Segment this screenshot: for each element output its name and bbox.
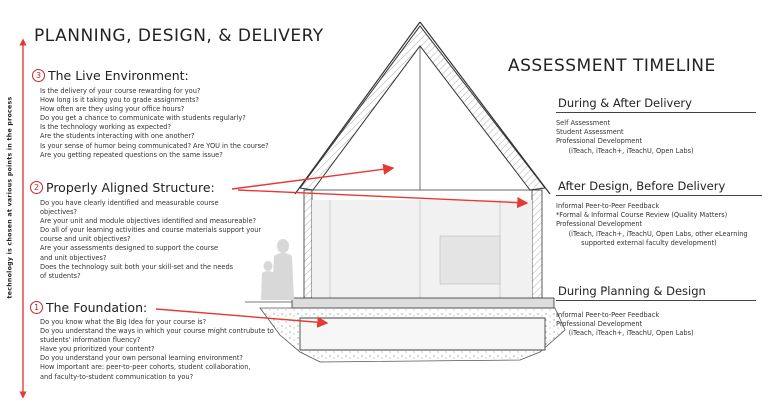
question-item: and unit objectives? — [40, 253, 107, 262]
question-item: How often are they using your office hou… — [40, 105, 185, 114]
section-title: The Foundation: — [46, 300, 148, 315]
question-item: Do all of your learning activities and c… — [40, 226, 262, 235]
timeline-item: (iTeach, iTeach+, iTeachU, Open Labs) — [556, 146, 694, 155]
question-item: of students? — [40, 271, 81, 280]
timeline-heading: After Design, Before Delivery — [558, 179, 726, 193]
question-item: objectives? — [40, 208, 78, 217]
timeline-item-list: Informal Peer-to-Peer Feedback *Formal &… — [556, 202, 762, 248]
section-aligned-structure: 2 Properly Aligned Structure: Do you hav… — [30, 180, 261, 281]
timeline-item-list: Informal Peer-to-Peer Feedback Professio… — [556, 311, 756, 339]
question-item: Is the technology working as expected? — [40, 123, 171, 132]
question-item: Does the technology suit both your skill… — [40, 262, 234, 271]
question-list: Is the delivery of your course rewarding… — [32, 87, 269, 160]
timeline-item: Informal Peer-to-Peer Feedback — [556, 202, 660, 210]
question-item: students' information fluency? — [40, 336, 141, 345]
question-item: Do you know what the Big Idea for your c… — [40, 318, 207, 326]
section-heading: 1 The Foundation: — [30, 300, 274, 315]
question-list: Do you know what the Big Idea for your c… — [30, 318, 274, 382]
step-number-badge: 3 — [32, 69, 45, 82]
question-item: Do you understand your own personal lear… — [40, 354, 243, 363]
timeline-item: Professional Development — [556, 220, 643, 229]
walls — [303, 189, 543, 299]
timeline-item: supported external faculty development) — [556, 238, 717, 247]
timeline-item: (iTeach, iTeach+, iTeachU, Open Labs) — [556, 329, 694, 338]
question-item: Are your unit and module objectives iden… — [40, 217, 257, 226]
section-heading: 2 Properly Aligned Structure: — [30, 180, 261, 195]
pointer-arrows — [155, 163, 529, 328]
foundation — [245, 297, 566, 363]
timeline-item: Professional Development — [556, 137, 643, 146]
section-title: The Live Environment: — [48, 68, 189, 83]
timeline-divider — [556, 195, 762, 196]
question-item: How long is it taking you to grade assig… — [40, 96, 199, 105]
timeline-item: Informal Peer-to-Peer Feedback — [556, 311, 660, 319]
timeline-item: Self Assessment — [556, 119, 611, 127]
section-foundation: 1 The Foundation: Do you know what the B… — [30, 300, 274, 382]
question-item: Are your assessments designed to support… — [40, 244, 219, 253]
question-item: Do you get a chance to communicate with … — [40, 114, 246, 123]
people-silhouette — [261, 239, 294, 300]
question-item: course and unit objectives? — [40, 235, 131, 244]
timeline-divider — [556, 300, 756, 301]
question-item: Do you have clearly identified and measu… — [40, 199, 219, 207]
question-item: Do you understand the ways in which your… — [40, 327, 274, 336]
question-item: Are you getting repeated questions on th… — [40, 150, 223, 159]
section-live-environment: 3 The Live Environment: Is the delivery … — [32, 68, 269, 160]
section-heading: 3 The Live Environment: — [32, 68, 269, 83]
timeline-item: Student Assessment — [556, 128, 624, 137]
timeline-during-after-delivery: During & After Delivery Self Assessment … — [556, 96, 756, 156]
question-item: Is the delivery of your course rewarding… — [40, 87, 201, 95]
timeline-heading: During & After Delivery — [558, 96, 692, 110]
timeline-item: (iTeach, iTeach+, iTeachU, Open Labs, ot… — [556, 229, 748, 238]
step-number-badge: 1 — [30, 301, 43, 314]
timeline-divider — [556, 112, 756, 113]
timeline-during-planning: During Planning & Design Informal Peer-t… — [556, 284, 756, 339]
timeline-heading: During Planning & Design — [558, 284, 706, 298]
question-item: Is your sense of humor being communicate… — [40, 141, 269, 150]
roof — [294, 21, 551, 195]
timeline-item: Professional Development — [556, 320, 643, 329]
timeline-item: *Formal & Informal Course Review (Qualit… — [556, 211, 728, 220]
step-number-badge: 2 — [30, 181, 43, 194]
question-item: and faculty-to-student communication to … — [40, 372, 194, 381]
question-item: Have you prioritized your content? — [40, 345, 155, 354]
question-item: How important are: peer-to-peer cohorts,… — [40, 363, 251, 372]
page-title: PLANNING, DESIGN, & DELIVERY — [34, 26, 324, 46]
question-item: Are the students interacting with one an… — [40, 132, 195, 141]
timeline-after-design: After Design, Before Delivery Informal P… — [556, 179, 762, 248]
timeline-item-list: Self Assessment Student Assessment Profe… — [556, 119, 756, 156]
side-vertical-label: technology is chosen at various points i… — [6, 96, 14, 299]
question-list: Do you have clearly identified and measu… — [30, 199, 261, 281]
timeline-title: ASSESSMENT TIMELINE — [508, 56, 716, 76]
section-title: Properly Aligned Structure: — [46, 180, 215, 195]
